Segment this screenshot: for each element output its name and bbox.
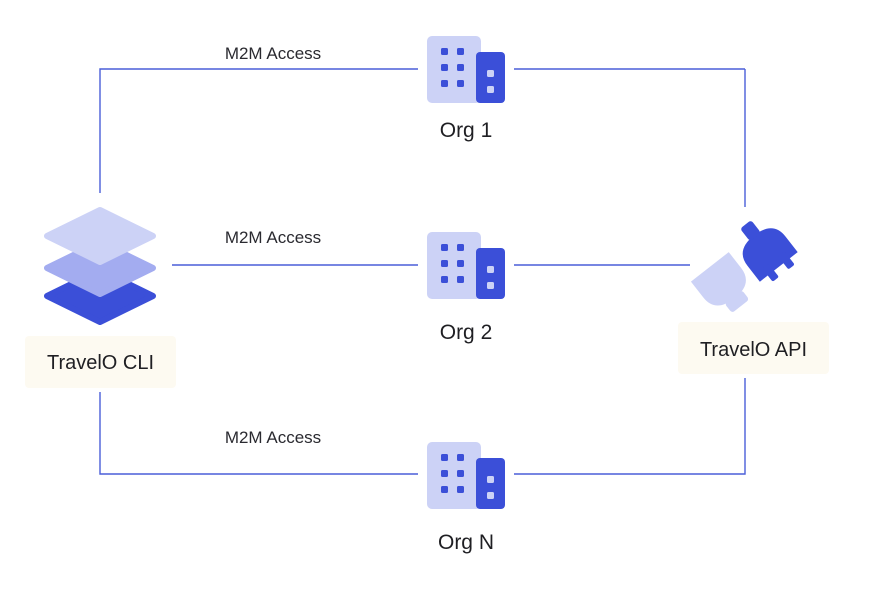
org-node-n: Org N [427,442,505,554]
api-node: TravelO API [678,221,829,374]
org-label-2: Org 2 [440,321,493,344]
layers-stack-icon [44,207,156,325]
connectors [99,68,746,475]
org-label-n: Org N [438,531,494,554]
edge-label-org1: M2M Access [225,44,321,63]
building-icon [427,36,505,103]
building-icon [427,232,505,299]
cli-node: TravelO CLI [25,207,176,388]
api-label: TravelO API [700,339,807,361]
api-label-bg [678,322,829,374]
cli-label: TravelO CLI [47,352,154,374]
org-node-1: Org 1 [427,36,505,142]
connector-orgn-api [514,378,746,475]
edge-label-orgn: M2M Access [225,428,321,447]
connector-cli-orgn [99,392,418,475]
connector-cli-org1 [99,68,418,193]
building-icon [427,442,505,509]
plug-icon [690,221,798,312]
cli-label-bg [25,336,176,388]
edge-label-org2: M2M Access [225,228,321,247]
org-node-2: Org 2 [427,232,505,344]
org-label-1: Org 1 [440,119,493,142]
